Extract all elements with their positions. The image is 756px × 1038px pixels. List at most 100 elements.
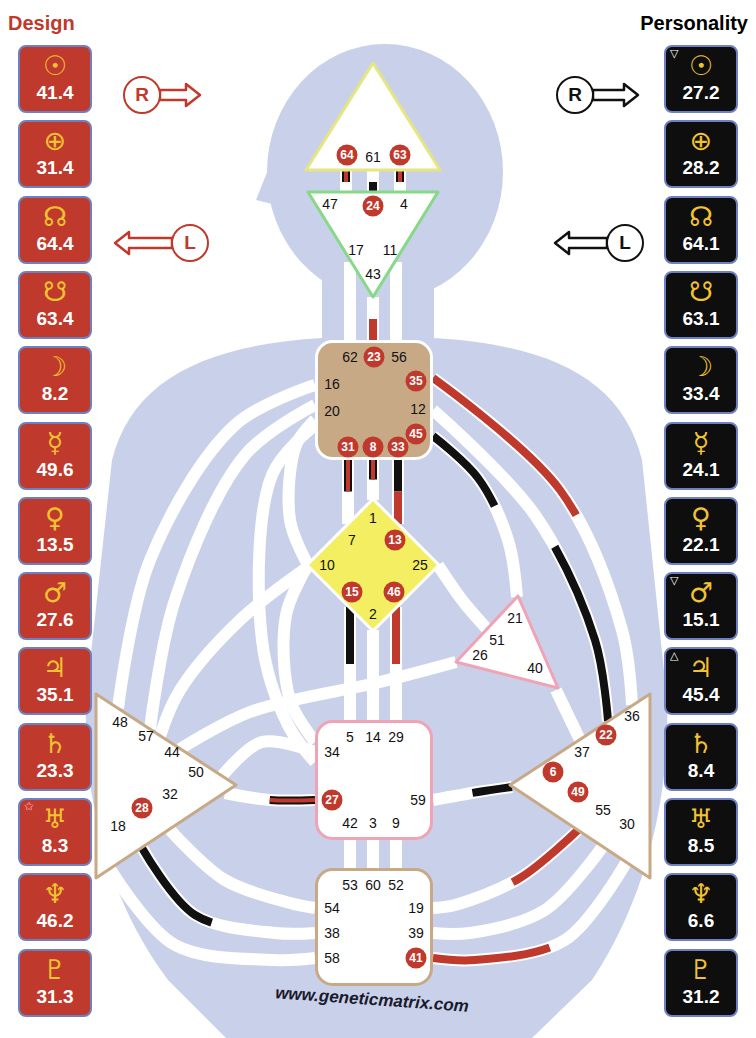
planet-symbol: ☿ bbox=[20, 427, 90, 458]
gate-number: 7 bbox=[348, 532, 356, 548]
channel-line bbox=[344, 607, 356, 721]
channel-line bbox=[110, 869, 315, 960]
gate-number: 58 bbox=[324, 950, 340, 966]
channel-activation bbox=[433, 410, 608, 721]
gate-number: 45 bbox=[406, 424, 427, 445]
channel-line bbox=[225, 793, 315, 801]
center-shape bbox=[317, 870, 432, 985]
gate-number: 28 bbox=[132, 798, 153, 819]
channel-activation bbox=[396, 171, 404, 193]
channel-line bbox=[394, 171, 406, 193]
gate-line-number: 45.4 bbox=[666, 683, 736, 707]
planet-tile: ♂27.6 bbox=[18, 572, 92, 640]
planet-symbol: ♀ bbox=[20, 502, 90, 533]
status-marker: △ bbox=[670, 650, 678, 662]
channel-line bbox=[390, 607, 402, 721]
channel-activation bbox=[392, 607, 400, 721]
channel-activation bbox=[371, 459, 375, 500]
gate-number: 22 bbox=[596, 725, 617, 746]
gate-line-number: 46.2 bbox=[20, 909, 90, 933]
planet-tile: ♆6.6 bbox=[664, 873, 738, 941]
planet-tile: ☋63.1 bbox=[664, 271, 738, 339]
planet-symbol: ⊕ bbox=[666, 125, 736, 156]
center-shape bbox=[96, 694, 236, 878]
gate-number: 53 bbox=[342, 877, 358, 893]
gate-line-number: 8.3 bbox=[20, 834, 90, 858]
arrow-circle: L bbox=[171, 224, 209, 262]
channel-line bbox=[433, 410, 608, 721]
head-silhouette bbox=[267, 44, 503, 300]
channel-line bbox=[142, 848, 315, 934]
root-center: 536052541938395841 bbox=[315, 868, 433, 986]
planet-tile: ♄23.3 bbox=[18, 723, 92, 791]
channel-line bbox=[344, 262, 356, 341]
gate-number: 10 bbox=[319, 557, 335, 573]
gate-number: 4 bbox=[400, 196, 408, 212]
center-shape bbox=[510, 694, 650, 878]
gate-number: 60 bbox=[365, 877, 381, 893]
arrow-circle: R bbox=[123, 76, 161, 114]
arrow-circle: R bbox=[556, 76, 594, 114]
solar-plexus-center: 3622376495530 bbox=[506, 690, 654, 882]
nose-silhouette bbox=[256, 160, 280, 206]
planet-tile: ♃45.4△ bbox=[664, 647, 738, 715]
gate-number: 46 bbox=[384, 582, 405, 603]
gate-number: 62 bbox=[342, 349, 358, 365]
gate-line-number: 31.4 bbox=[20, 156, 90, 180]
channel-line bbox=[367, 630, 379, 721]
planet-symbol: ♆ bbox=[20, 878, 90, 909]
sacral-center: 514293427594239 bbox=[315, 720, 433, 840]
channel-activation bbox=[433, 787, 512, 800]
gate-line-number: 6.6 bbox=[666, 909, 736, 933]
center-shape bbox=[317, 342, 432, 459]
planet-symbol: ♂ bbox=[20, 577, 90, 608]
gate-line-number: 8.2 bbox=[20, 382, 90, 406]
gate-number: 20 bbox=[324, 403, 340, 419]
channel-activation bbox=[433, 830, 578, 908]
planet-symbol: ☊ bbox=[666, 201, 736, 232]
channel-line bbox=[340, 171, 352, 193]
gate-line-number: 31.3 bbox=[20, 985, 90, 1009]
channel-activation bbox=[225, 793, 315, 801]
channel-activation bbox=[369, 459, 377, 500]
gate-number: 25 bbox=[412, 557, 428, 573]
gate-number: 50 bbox=[188, 764, 204, 780]
gate-number: 64 bbox=[337, 145, 358, 166]
channel-line bbox=[367, 459, 379, 500]
gate-line-number: 35.1 bbox=[20, 683, 90, 707]
gate-number: 51 bbox=[489, 632, 505, 648]
planet-symbol: ♄ bbox=[666, 728, 736, 759]
gate-number: 14 bbox=[365, 729, 381, 745]
direction-arrow bbox=[593, 84, 638, 106]
channel-line bbox=[342, 459, 354, 524]
gate-line-number: 23.3 bbox=[20, 759, 90, 783]
gate-number: 23 bbox=[364, 347, 385, 368]
gate-line-number: 15.1 bbox=[666, 608, 736, 632]
channel-activation bbox=[433, 861, 627, 960]
channel-line bbox=[344, 839, 356, 869]
planet-tile: ♇31.3 bbox=[18, 949, 92, 1017]
planet-symbol: ♇ bbox=[20, 954, 90, 985]
planet-tile: ♂15.1▽ bbox=[664, 572, 738, 640]
spleen-center: 48574450321828 bbox=[92, 690, 240, 882]
planet-tile: ☉41.4 bbox=[18, 45, 92, 113]
planet-tile: ☿24.1 bbox=[664, 422, 738, 490]
gate-number: 3 bbox=[369, 815, 377, 831]
planet-tile: ☽33.4 bbox=[664, 346, 738, 414]
channel-activation bbox=[369, 297, 377, 341]
center-shape bbox=[308, 192, 438, 297]
gate-number: 12 bbox=[410, 401, 426, 417]
channel-line bbox=[367, 171, 379, 193]
center-outline bbox=[452, 592, 562, 692]
gate-number: 13 bbox=[385, 530, 406, 551]
planet-tile: ♃35.1 bbox=[18, 647, 92, 715]
planet-tile: ☉27.2▽ bbox=[664, 45, 738, 113]
gate-line-number: 8.4 bbox=[666, 759, 736, 783]
g-center: 1713102515462 bbox=[306, 497, 440, 633]
planet-tile: ☽8.2 bbox=[18, 346, 92, 414]
channel-line bbox=[433, 846, 603, 934]
ajna-center: 47244171143 bbox=[305, 189, 441, 300]
gate-number: 34 bbox=[324, 744, 340, 760]
gate-number: 15 bbox=[342, 582, 363, 603]
direction-letter: L bbox=[173, 226, 207, 259]
